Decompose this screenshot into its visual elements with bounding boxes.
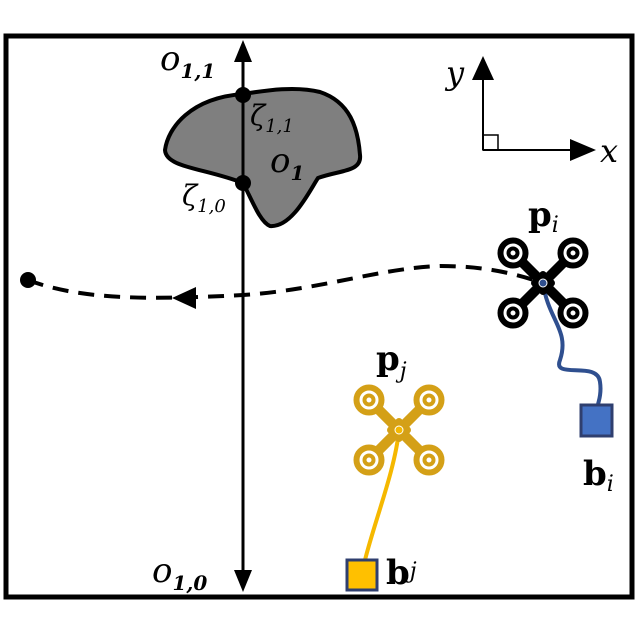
label-pi: pi	[528, 195, 559, 238]
label-o11: o1,1	[160, 39, 215, 83]
trajectory-start-point	[20, 272, 36, 288]
label-zeta10: ζ1,0	[182, 179, 226, 217]
frame-border	[3, 33, 635, 600]
x-axis-arrow-icon	[570, 139, 596, 161]
label-bj: bj	[386, 553, 417, 593]
label-axis-y: y	[444, 54, 465, 92]
label-zeta11: ζ1,1	[250, 99, 294, 137]
trajectory-arrow-icon	[172, 287, 196, 309]
dashed-trajectory	[27, 263, 541, 300]
label-bi: bi	[583, 454, 614, 497]
right-angle-marker	[482, 134, 499, 151]
drone-j-center	[394, 425, 404, 435]
arrow-head-down	[234, 570, 252, 592]
arrow-head-up	[234, 40, 252, 62]
point-zeta-10	[235, 175, 251, 191]
obstacle-o1	[162, 86, 363, 228]
drone-i-center	[538, 278, 548, 288]
label-o10: o1,0	[152, 551, 207, 595]
payload-bj	[345, 558, 379, 592]
label-o1: o1	[270, 141, 304, 185]
tether-i	[541, 282, 603, 406]
tether-j	[363, 429, 401, 561]
label-axis-x: x	[600, 132, 618, 170]
point-zeta-11	[235, 87, 251, 103]
y-axis-arrow-icon	[472, 56, 494, 80]
payload-bi	[579, 403, 614, 438]
label-pj: pj	[376, 339, 407, 384]
